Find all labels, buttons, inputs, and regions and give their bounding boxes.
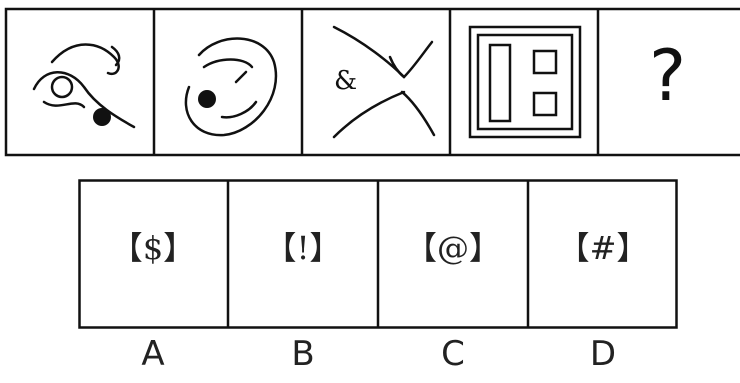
panel-2-dot bbox=[198, 90, 216, 108]
panel-1-dot bbox=[93, 108, 111, 126]
option-d-label[interactable]: D bbox=[528, 334, 678, 374]
option-b-bracket-left: 【 bbox=[265, 229, 297, 267]
option-d-bracket-right: 】 bbox=[616, 229, 648, 267]
option-b-label[interactable]: B bbox=[228, 334, 378, 374]
option-c-bracket-left: 【 bbox=[405, 229, 437, 267]
options-row: 【$】 【!】 【@】 【#】 bbox=[78, 179, 678, 329]
option-a-bracket-left: 【 bbox=[111, 229, 143, 267]
sequence-row: & ? bbox=[4, 7, 740, 157]
option-a-label[interactable]: A bbox=[78, 334, 228, 374]
option-d-symbol: # bbox=[590, 229, 617, 267]
option-a-symbol: $ bbox=[143, 229, 163, 267]
option-c-label[interactable]: C bbox=[378, 334, 528, 374]
option-b-symbol: ! bbox=[297, 229, 310, 267]
sequence-panels: & bbox=[4, 7, 740, 157]
panel-2-figure bbox=[186, 39, 276, 136]
option-a-content[interactable]: 【$】 bbox=[78, 223, 228, 269]
option-a-bracket-right: 】 bbox=[163, 229, 195, 267]
option-b-bracket-right: 】 bbox=[309, 229, 341, 267]
panel-1-figure bbox=[34, 45, 134, 128]
option-b-content[interactable]: 【!】 bbox=[228, 223, 378, 269]
option-c-symbol: @ bbox=[437, 229, 469, 267]
option-c-bracket-right: 】 bbox=[469, 229, 501, 267]
option-labels: A B C D bbox=[78, 330, 678, 380]
option-c-content[interactable]: 【@】 bbox=[378, 223, 528, 269]
option-d-bracket-left: 【 bbox=[558, 229, 590, 267]
panel-3-symbol: & bbox=[334, 66, 357, 96]
sequence-frame bbox=[6, 9, 740, 155]
question-mark: ? bbox=[649, 35, 686, 117]
panel-4-figure bbox=[470, 27, 580, 137]
option-d-content[interactable]: 【#】 bbox=[528, 223, 678, 269]
